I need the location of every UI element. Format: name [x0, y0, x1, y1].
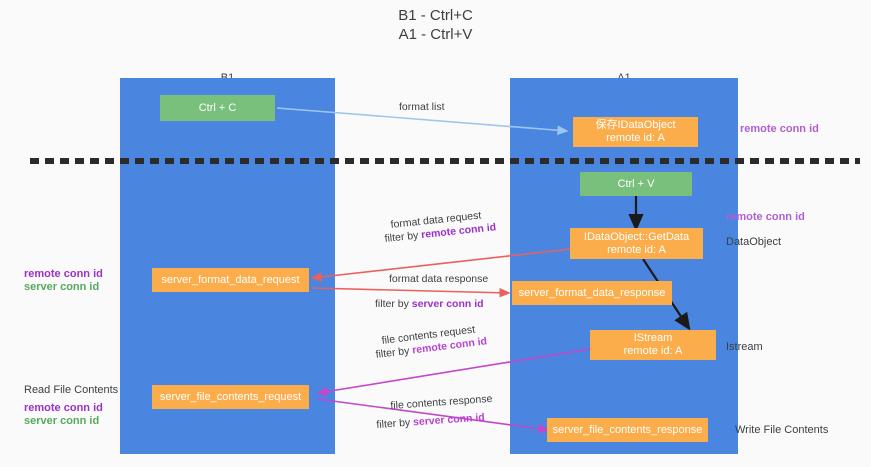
node-server-format-data-request[interactable]: server_format_data_request [152, 268, 309, 292]
label-filter-by-prefix-2: filter by [375, 298, 412, 310]
label-file-contents-response-filter: filter by server conn id [376, 411, 485, 432]
node-server-file-contents-response[interactable]: server_file_contents_response [547, 418, 708, 442]
label-format-list: format list [399, 101, 445, 113]
label-format-data-response: format data response [389, 273, 489, 285]
annotation-istream: Istream [726, 341, 763, 353]
annotation-read-file-contents: Read File Contents [24, 384, 119, 396]
annotation-mid-server-conn-id: server conn id [24, 281, 100, 293]
annotation-bottom-server-conn-id: server conn id [24, 415, 100, 427]
node-istream[interactable]: IStream remote id: A [590, 330, 716, 360]
label-filter-by-prefix-1: filter by [384, 229, 422, 245]
arrow-format-data-response [311, 287, 511, 298]
node-server-format-data-response[interactable]: server_format_data_response [512, 281, 672, 305]
label-format-data-response-filter: filter by server conn id [375, 298, 484, 311]
label-file-contents-response: file contents response [390, 392, 493, 412]
page-title-line1: B1 - Ctrl+C [398, 7, 473, 24]
annotation-remote-conn-id-top: remote conn id [740, 123, 819, 135]
node-save-idataobject[interactable]: 保存IDataObject remote id: A [573, 117, 698, 147]
label-filter-by-prefix-3: filter by [375, 344, 413, 361]
node-server-file-contents-request[interactable]: server_file_contents_request [152, 385, 309, 409]
label-filter-by-prefix-4: filter by [376, 416, 414, 431]
node-idataobject-getdata[interactable]: IDataObject::GetData remote id: A [570, 228, 703, 259]
label-key-server-conn-id-2: server conn id [412, 411, 486, 429]
annotation-mid-remote-conn-id: remote conn id [24, 268, 103, 280]
annotation-bottom-remote-conn-id: remote conn id [24, 402, 103, 414]
node-ctrl-v[interactable]: Ctrl + V [580, 172, 692, 196]
annotation-write-file-contents: Write File Contents [735, 424, 829, 436]
page-title-line2: A1 - Ctrl+V [398, 26, 473, 43]
node-ctrl-c[interactable]: Ctrl + C [160, 95, 275, 121]
page-title: B1 - Ctrl+C A1 - Ctrl+V [0, 6, 871, 44]
label-key-server-conn-id-1: server conn id [411, 298, 484, 310]
annotation-remote-conn-id-mid: remote conn id [726, 211, 805, 223]
annotation-dataobject: DataObject [726, 236, 782, 248]
